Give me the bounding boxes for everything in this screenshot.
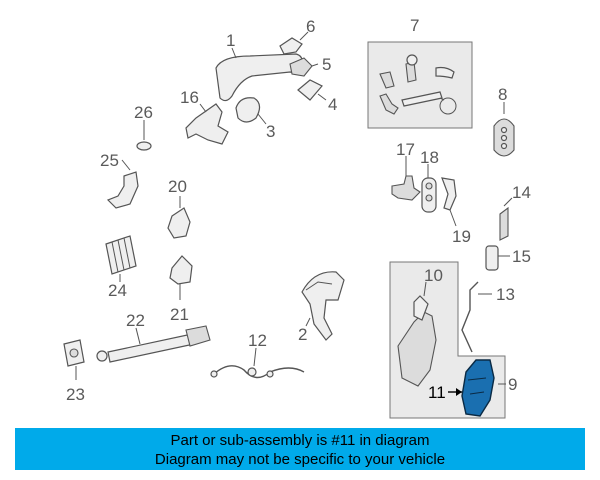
group-box-7 <box>367 41 473 129</box>
part-7-contents <box>379 54 457 115</box>
part-10-lock-assembly <box>397 281 437 387</box>
part-23 <box>63 339 85 380</box>
callout-26: 26 <box>134 103 153 122</box>
part-19 <box>441 177 457 227</box>
part-4 <box>297 79 327 101</box>
part-18 <box>421 164 437 213</box>
callout-7: 7 <box>410 16 419 35</box>
part-13-rod <box>461 281 492 353</box>
part-16 <box>185 103 229 145</box>
part-12-cable <box>210 347 305 379</box>
callout-8: 8 <box>498 85 507 104</box>
callout-22: 22 <box>126 311 145 330</box>
part-17 <box>391 156 421 201</box>
part-21 <box>169 255 193 300</box>
callout-1: 1 <box>226 31 235 50</box>
callout-5: 5 <box>322 55 331 74</box>
callout-17: 17 <box>396 140 415 159</box>
callout-3: 3 <box>266 122 275 141</box>
part-6 <box>279 31 309 55</box>
banner-line-2: Diagram may not be specific to your vehi… <box>154 451 446 468</box>
callout-21: 21 <box>170 305 189 324</box>
part-11-latch-highlighted <box>448 359 506 417</box>
callout-2: 2 <box>298 325 307 344</box>
part-2-lock-actuator <box>301 271 345 341</box>
callout-4: 4 <box>328 95 337 114</box>
callout-14: 14 <box>512 183 531 202</box>
part-22-shaft <box>96 325 211 363</box>
part-25-boot <box>106 159 139 209</box>
callout-13: 13 <box>496 285 515 304</box>
callout-12: 12 <box>248 331 267 350</box>
part-1-outer-handle <box>215 47 303 102</box>
part-24-bellows <box>105 235 137 282</box>
info-banner: Part or sub-assembly is #11 in diagram D… <box>15 428 585 470</box>
callout-25: 25 <box>100 151 119 170</box>
parts-diagram: 1 6 5 4 3 16 7 8 26 25 17 18 19 14 15 20… <box>63 16 531 419</box>
callout-10: 10 <box>424 266 443 285</box>
callout-11: 11 <box>428 383 446 402</box>
banner-line-1: Part or sub-assembly is #11 in diagram <box>170 432 430 449</box>
callout-9: 9 <box>508 375 517 394</box>
part-3 <box>235 97 267 125</box>
part-15 <box>485 245 510 271</box>
callout-6: 6 <box>306 17 315 36</box>
callout-15: 15 <box>512 247 531 266</box>
part-26-grommet <box>136 120 152 151</box>
callout-19: 19 <box>452 227 471 246</box>
callout-16: 16 <box>180 88 199 107</box>
part-8-key-fob <box>493 102 515 157</box>
callout-20: 20 <box>168 177 187 196</box>
part-5 <box>289 57 319 77</box>
part-20 <box>167 196 191 239</box>
callout-24: 24 <box>108 281 127 300</box>
callout-23: 23 <box>66 385 85 404</box>
callout-18: 18 <box>420 148 439 167</box>
part-14 <box>499 197 513 241</box>
